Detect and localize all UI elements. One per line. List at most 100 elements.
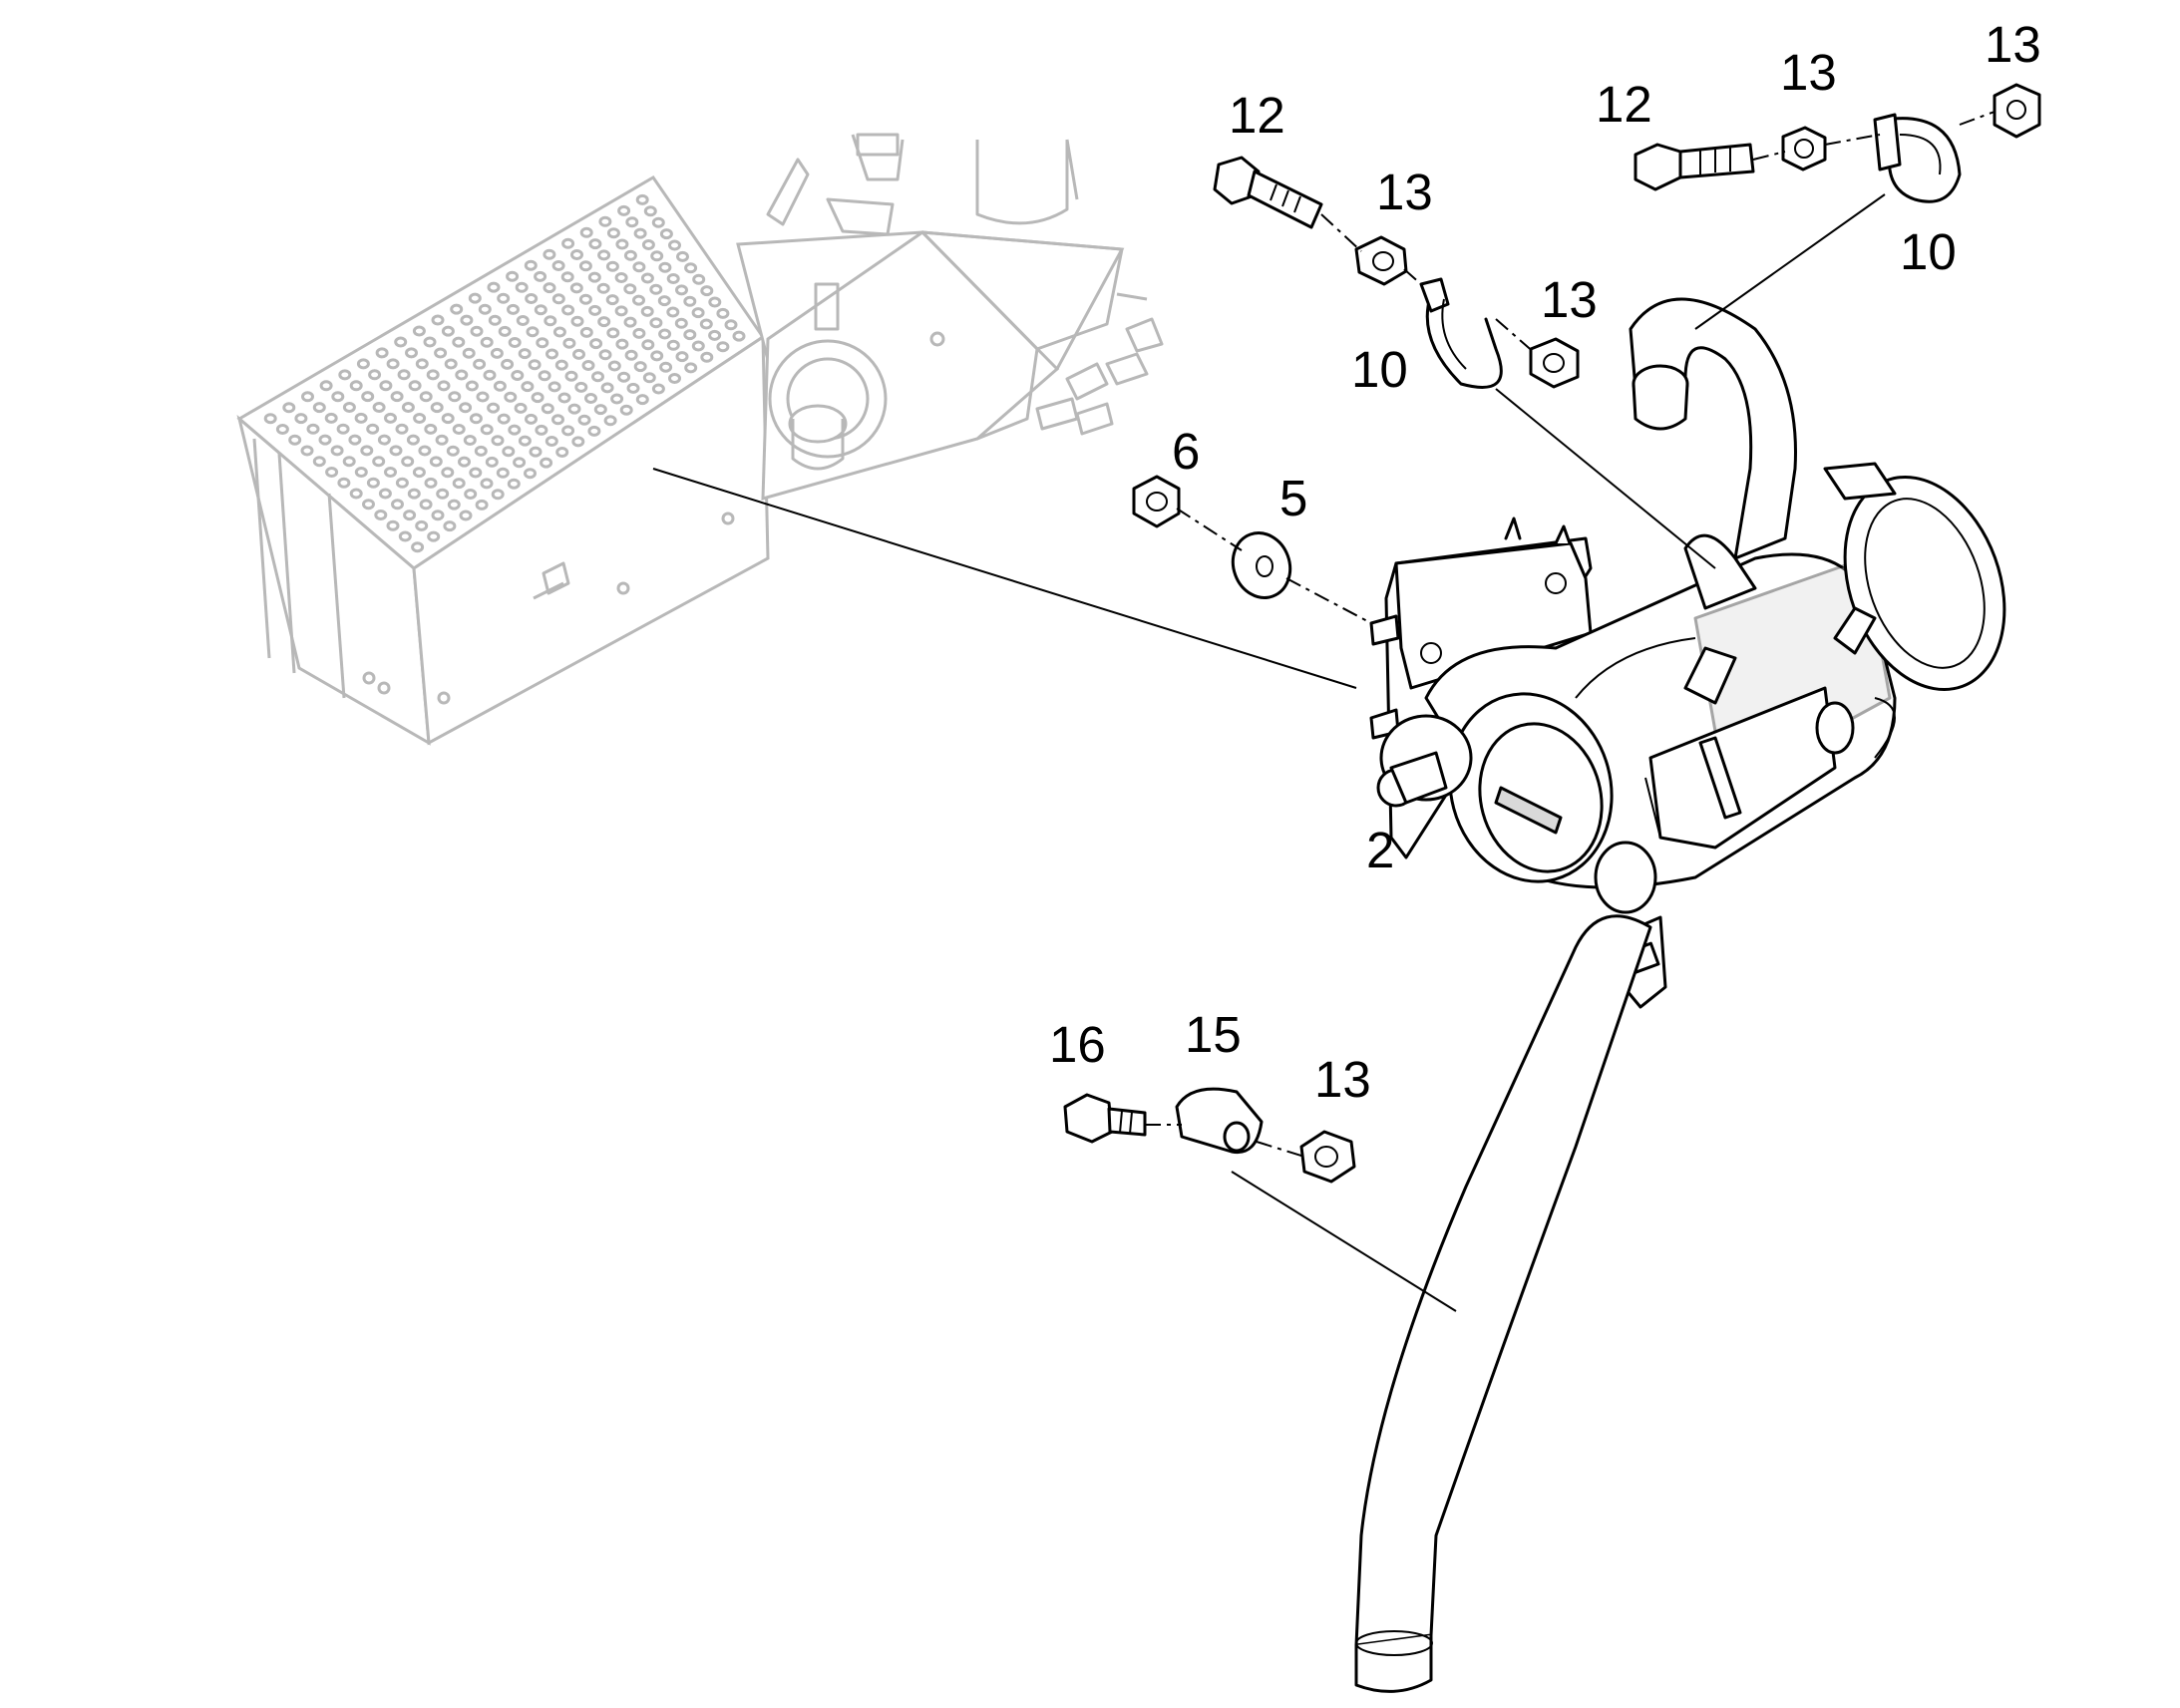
perforation-dot	[607, 360, 621, 372]
perforation-dot	[349, 488, 363, 500]
perforation-dot	[427, 530, 441, 542]
perforation-dot	[658, 261, 672, 273]
perforation-dot	[407, 488, 421, 500]
perforation-dot	[657, 295, 671, 307]
perforation-dot	[593, 404, 607, 416]
perforation-dot	[635, 193, 649, 205]
clamp-10-left	[1419, 277, 1503, 389]
perforation-dot	[398, 530, 412, 542]
perforation-dot	[554, 359, 568, 371]
perforation-dot	[579, 226, 593, 238]
perforation-dot	[605, 294, 619, 306]
ghost-step-box	[236, 175, 770, 746]
perforation-dot	[569, 282, 583, 294]
perforation-dot	[362, 499, 375, 511]
perforation-dot	[391, 499, 404, 511]
perforation-dot	[516, 315, 530, 326]
perforation-dot	[441, 413, 455, 425]
perforation-dot	[708, 329, 722, 341]
perforation-dot	[614, 305, 628, 317]
perforation-dot	[515, 281, 529, 293]
perforation-dot	[356, 358, 370, 370]
perforation-dot	[551, 260, 565, 271]
perforation-dot	[606, 227, 620, 239]
callout-labels: 2 5 6 10 10 12 12 13 13 13 13 13 15 16	[1049, 16, 2041, 1108]
perforation-dot	[632, 327, 646, 339]
perforation-dot	[514, 402, 528, 414]
perforation-dot	[443, 520, 457, 532]
perforation-dot	[460, 314, 474, 326]
perforation-dot	[666, 273, 680, 284]
perforation-dot	[475, 499, 489, 511]
perforation-dot	[675, 284, 688, 296]
perforation-dot	[610, 393, 624, 405]
perforation-dot	[435, 434, 449, 446]
perforation-dot	[650, 350, 664, 362]
clamp-15	[1175, 1087, 1264, 1155]
perforation-dot	[579, 326, 593, 338]
washer-5	[1231, 531, 1292, 599]
perforation-dot	[455, 369, 469, 381]
perforation-dot	[567, 403, 581, 415]
perforation-dot	[623, 249, 637, 261]
perforation-dot	[452, 478, 466, 490]
perforation-dot	[555, 447, 569, 458]
perforation-dot	[478, 303, 492, 315]
perforation-dot	[570, 249, 583, 260]
perforation-dot	[640, 305, 654, 317]
perforation-dot	[507, 303, 520, 315]
perforation-dot	[699, 318, 713, 330]
perforation-dot	[578, 260, 592, 272]
perforation-dot	[561, 425, 575, 437]
perforation-dot	[493, 380, 507, 392]
callout-2: 2	[1366, 822, 1394, 878]
perforation-dot	[491, 435, 505, 447]
perforation-dot	[480, 478, 494, 490]
perforation-dot	[584, 393, 597, 404]
perforation-dot	[462, 347, 476, 359]
clamp-10-right	[1873, 113, 1962, 203]
perforation-dot	[547, 381, 561, 393]
perforation-dot	[411, 541, 425, 553]
perforation-dot	[552, 326, 566, 338]
heater-assembly	[1369, 462, 2006, 1009]
perforation-dot	[562, 337, 576, 349]
upper-hose	[1629, 297, 1797, 610]
perforation-dot	[336, 423, 350, 435]
perforation-dot	[635, 394, 649, 406]
perforation-dot	[372, 456, 386, 468]
perforation-dot	[434, 347, 448, 359]
perforation-dot	[424, 423, 438, 435]
perforation-dot	[379, 380, 393, 392]
perforation-dot	[337, 477, 351, 489]
perforation-dot	[581, 360, 595, 371]
perforation-dot	[545, 348, 558, 360]
perforation-dot	[418, 445, 432, 457]
perforation-dot	[412, 325, 426, 337]
perforation-dot	[498, 325, 512, 337]
perforation-dot	[487, 281, 501, 293]
perforation-dot	[560, 271, 574, 283]
perforation-dot	[651, 216, 665, 228]
perforation-dot	[615, 238, 629, 250]
nut-13-e	[1299, 1130, 1356, 1184]
callout-12-left: 12	[1229, 87, 1285, 144]
callout-5: 5	[1279, 470, 1307, 526]
perforation-dot	[617, 371, 631, 383]
perforation-dot	[459, 510, 473, 521]
perforation-dot	[551, 414, 564, 426]
perforation-dot	[716, 307, 730, 319]
perforation-dot	[641, 339, 655, 351]
perforation-dot	[732, 330, 746, 342]
perforation-dot	[724, 319, 738, 331]
perforation-dot	[458, 456, 471, 468]
perforation-dot	[571, 436, 585, 448]
perforation-dot	[394, 336, 408, 348]
callout-13-middle: 13	[1541, 271, 1598, 328]
perforation-dot	[401, 402, 415, 413]
bolt-12-left	[1213, 156, 1323, 229]
perforation-dot	[570, 315, 584, 327]
perforation-dot	[543, 282, 556, 294]
perforation-dot	[469, 413, 483, 425]
